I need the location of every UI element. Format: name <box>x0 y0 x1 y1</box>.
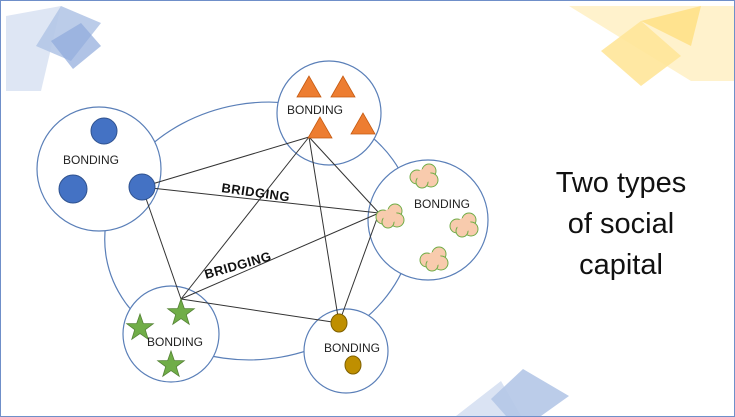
title-line: of social <box>567 208 675 240</box>
bonding-label-cloud: BONDING <box>414 197 470 211</box>
connection-line <box>141 136 310 188</box>
gold-node <box>330 313 348 333</box>
decor-shape <box>601 21 681 86</box>
connection-line <box>308 136 380 214</box>
cloud-nodes <box>375 163 479 272</box>
cloud-node <box>409 163 439 189</box>
cluster-circle-green <box>122 285 220 383</box>
bonding-label-blue: BONDING <box>63 153 119 167</box>
slide-title: Two types of social capital <box>521 163 721 286</box>
connection-line <box>180 298 340 324</box>
title-line: Two types <box>555 167 687 199</box>
connection-line <box>141 186 182 300</box>
bonding-label-green: BONDING <box>147 335 203 349</box>
connection-lines <box>141 136 380 324</box>
blue-node <box>58 174 88 204</box>
star-node <box>125 312 155 341</box>
cluster-circle-cloud <box>367 159 489 281</box>
cloud-node <box>375 203 405 229</box>
orange-nodes <box>296 75 376 139</box>
decor-shape <box>491 369 569 416</box>
bonding-label-orange: BONDING <box>287 103 343 117</box>
triangle-node <box>330 75 356 98</box>
connection-line <box>141 186 380 214</box>
connection-line <box>308 136 340 324</box>
star-node <box>166 297 196 326</box>
blue-node <box>128 173 156 201</box>
bridging-label-upper: BRIDGING <box>221 180 291 204</box>
title-line: capital <box>579 249 663 281</box>
decor-top-left <box>6 6 101 91</box>
decor-top-right <box>569 6 734 86</box>
triangle-node <box>350 112 376 135</box>
gold-nodes <box>330 313 362 375</box>
decor-shape <box>6 6 61 91</box>
cloud-node <box>419 246 449 272</box>
decor-bottom <box>456 369 569 416</box>
decor-shape <box>641 6 701 46</box>
cluster-circle-gold <box>303 308 389 394</box>
connection-line <box>180 136 310 300</box>
blue-nodes <box>58 117 156 204</box>
blue-node <box>90 117 118 145</box>
triangle-node <box>307 116 333 139</box>
bonding-label-gold: BONDING <box>324 341 380 355</box>
connection-line <box>338 212 380 324</box>
star-node <box>156 349 186 378</box>
bridging-label-lower: BRIDGING <box>203 248 273 281</box>
connection-line <box>180 212 380 300</box>
triangle-node <box>296 75 322 98</box>
gold-node <box>344 355 362 375</box>
cloud-node <box>449 212 479 238</box>
decor-shape <box>51 23 101 69</box>
green-nodes <box>125 297 196 378</box>
